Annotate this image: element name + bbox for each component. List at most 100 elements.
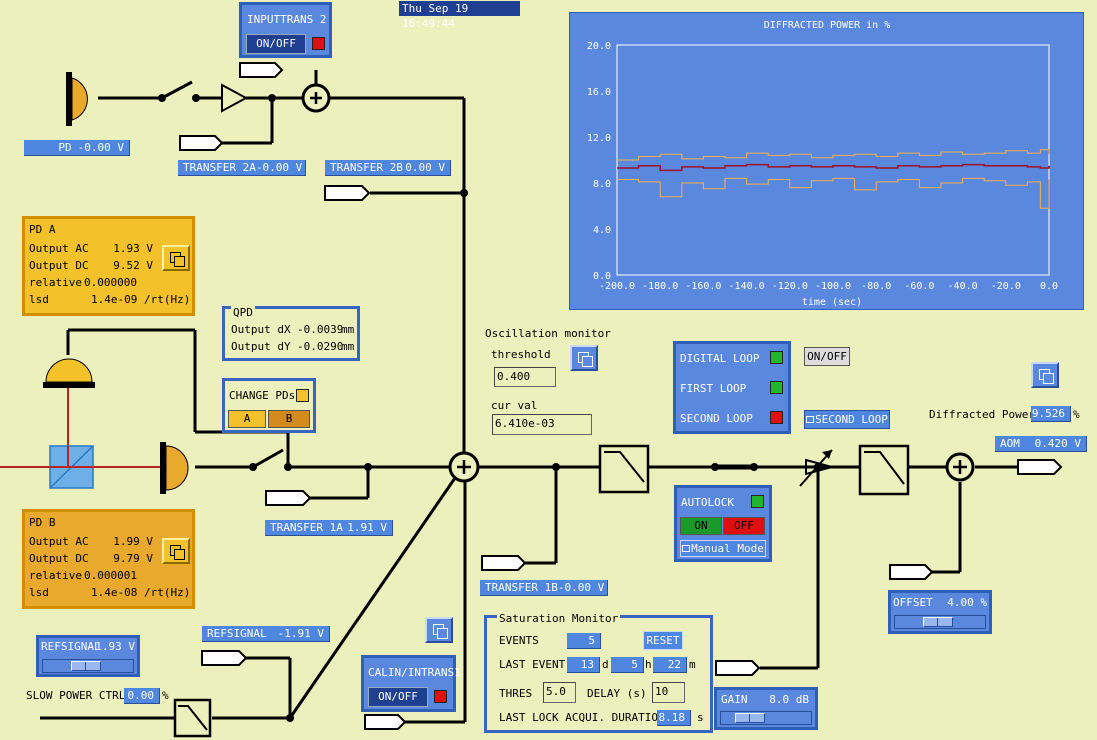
refsignal-value: -1.93 V xyxy=(88,640,135,653)
oscillation-detail-button[interactable] xyxy=(570,345,598,371)
manual-mode-button[interactable]: Manual Mode xyxy=(680,540,766,557)
cur-val-label: cur val xyxy=(491,399,538,412)
calin-status-led xyxy=(434,690,447,703)
clock-display: Thu Sep 19 16:49:44 xyxy=(399,1,520,30)
chart-y-tick-label: 8.0 xyxy=(593,179,611,190)
gain-label: GAIN xyxy=(721,693,748,706)
pd-b-row-label: Output DC xyxy=(29,552,89,565)
refsignal-slider-knob[interactable] xyxy=(71,661,101,671)
diffracted-detail-button[interactable] xyxy=(1031,362,1059,388)
qpd-title: QPD xyxy=(231,306,255,319)
pd-a-select-button[interactable]: A xyxy=(228,410,266,428)
offset-slider[interactable] xyxy=(894,615,986,629)
chart-y-tick-label: 0.0 xyxy=(593,271,611,282)
slow-power-value[interactable]: 0.00 xyxy=(124,688,160,704)
pd-value: -0.00 V xyxy=(77,141,124,154)
transfer1b-value: -0.00 V xyxy=(557,581,605,594)
offset-panel: OFFSET 4.00 % xyxy=(888,590,992,634)
loop-onoff-button[interactable]: ON/OFF xyxy=(804,347,850,366)
aom-label: AOM xyxy=(1000,437,1020,450)
chart-title: DIFFRACTED POWER in % xyxy=(764,20,890,31)
diffracted-power-chart: DIFFRACTED POWER in % -200.0-180.0-160.0… xyxy=(569,12,1084,310)
pd-b-select-button[interactable]: B xyxy=(268,410,310,428)
pd-a-row-value: 0.000000 xyxy=(84,276,137,289)
threshold-input[interactable]: 0.400 xyxy=(494,367,556,387)
pd-b-row-value: 0.000001 xyxy=(84,569,137,582)
chart-series-line xyxy=(617,149,1050,161)
events-label: EVENTS xyxy=(499,634,539,647)
inputtrans2-status-led xyxy=(312,37,325,50)
pd-a-title: PD A xyxy=(29,223,56,236)
chart-series-line xyxy=(617,177,1050,209)
change-pds-panel: CHANGE PDs A B xyxy=(222,378,316,433)
pd-b-detail-button[interactable] xyxy=(162,538,190,564)
gain-slider[interactable] xyxy=(720,711,812,725)
delay-input[interactable]: 10 xyxy=(652,682,685,703)
pd-a-detail-button[interactable] xyxy=(162,245,190,271)
last-event-minutes: 22 xyxy=(653,657,687,673)
hours-unit: h xyxy=(645,658,652,671)
calin-detail-button[interactable] xyxy=(425,617,453,643)
last-event-hours: 5 xyxy=(611,657,644,673)
manual-mode-label: Manual Mode xyxy=(691,542,764,555)
cur-val-display: 6.410e-03 xyxy=(492,414,592,435)
change-pds-indicator xyxy=(296,389,309,402)
transfer1a-label: TRANSFER 1A xyxy=(270,521,343,534)
inputtrans2-toggle-button[interactable]: ON/OFF xyxy=(246,34,306,54)
duration-unit: s xyxy=(697,711,704,724)
chart-x-tick-label: -100.0 xyxy=(815,281,851,292)
gain-slider-knob[interactable] xyxy=(735,713,765,723)
calin-toggle-button[interactable]: ON/OFF xyxy=(368,687,428,707)
second-loop-button-label: SECOND LOOP xyxy=(815,413,888,426)
reset-button[interactable]: RESET xyxy=(643,631,683,650)
diffracted-power-label: Diffracted Power xyxy=(929,408,1035,421)
pd-a-row-label: Output DC xyxy=(29,259,89,272)
chart-x-tick-label: -20.0 xyxy=(991,281,1021,292)
chart-x-tick-label: -200.0 xyxy=(599,281,635,292)
refsignal-readout: REFSIGNAL -1.91 V xyxy=(202,626,330,642)
last-event-label: LAST EVENT xyxy=(499,658,566,671)
pd-b-row-label: lsd xyxy=(29,586,49,599)
refsignal-readout-value: -1.91 V xyxy=(277,627,324,640)
pd-a-row-value: 9.52 V xyxy=(113,259,153,272)
chart-y-tick-label: 20.0 xyxy=(587,41,611,52)
refsignal-readout-label: REFSIGNAL xyxy=(207,627,267,640)
qpd-dx-unit: mm xyxy=(341,323,355,336)
offset-slider-knob[interactable] xyxy=(923,617,953,627)
pd-readout: PD-0.00 V xyxy=(24,140,130,156)
chart-x-tick-label: -120.0 xyxy=(772,281,808,292)
loops-panel: DIGITAL LOOP FIRST LOOP SECOND LOOP xyxy=(673,341,791,434)
diffracted-power-unit: % xyxy=(1073,408,1080,421)
thres-input[interactable]: 5.0 xyxy=(543,682,576,703)
saturation-monitor-panel: Saturation Monitor EVENTS 5 RESET LAST E… xyxy=(484,612,713,733)
days-unit: d xyxy=(602,658,609,671)
qpd-dy-unit: mm xyxy=(341,340,355,353)
chart-series-line xyxy=(617,163,1050,172)
pd-a-row-value: 1.93 V xyxy=(113,242,153,255)
autolock-on-button[interactable]: ON xyxy=(680,517,722,535)
chart-x-tick-label: -180.0 xyxy=(642,281,678,292)
digital-loop-led xyxy=(770,351,783,364)
pd-b-row-value: 1.99 V xyxy=(113,535,153,548)
chart-x-tick-label: 0.0 xyxy=(1040,281,1058,292)
refsignal-slider[interactable] xyxy=(42,659,134,673)
inputtrans2-panel: INPUTTRANS 2 ON/OFF xyxy=(239,2,332,58)
transfer1b-label: TRANSFER 1B xyxy=(485,581,558,594)
autolock-off-button[interactable]: OFF xyxy=(723,517,765,535)
pd-b-row-label: Output AC xyxy=(29,535,89,548)
chart-x-tick-label: -40.0 xyxy=(948,281,978,292)
calin-title: CALIN/INTRANS1 xyxy=(368,666,461,679)
refsignal-label: REFSIGNAL xyxy=(41,640,101,653)
events-value: 5 xyxy=(567,633,601,649)
chart-x-tick-label: -60.0 xyxy=(904,281,934,292)
chart-y-tick-label: 16.0 xyxy=(587,87,611,98)
last-lock-duration-value: 8.18 xyxy=(657,710,691,726)
offset-label: OFFSET xyxy=(893,596,933,609)
second-loop-button[interactable]: SECOND LOOP xyxy=(804,410,890,429)
